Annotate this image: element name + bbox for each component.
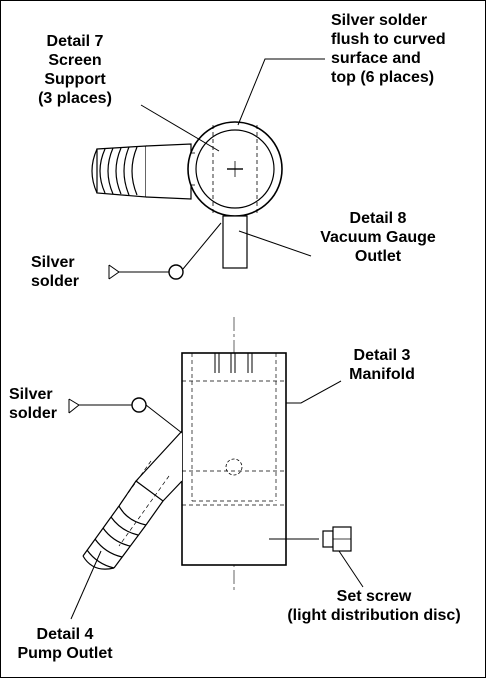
screen-support-slots	[214, 353, 253, 373]
label-set-screw-line2: (light distribution disc)	[287, 607, 461, 624]
manifold-bore	[195, 129, 275, 209]
label-detail-7-line3: Support	[44, 71, 106, 88]
label-detail-7-line4: (3 places)	[38, 90, 112, 107]
label-detail-3: Detail 3 Manifold	[337, 346, 427, 384]
label-set-screw: Set screw (light distribution disc)	[269, 587, 479, 625]
side-view-assembly	[82, 352, 352, 570]
label-detail-4-line2: Pump Outlet	[17, 645, 113, 662]
label-detail-4-line1: Detail 4	[36, 626, 94, 643]
set-screw	[322, 526, 352, 552]
label-silver-solder-top-line1: Silver	[31, 254, 75, 271]
gauge-port-hole	[225, 458, 243, 476]
hose-barb-top	[91, 143, 192, 200]
label-set-screw-line1: Set screw	[336, 588, 412, 605]
label-silver-solder-top: Silver solder	[31, 253, 101, 291]
label-silver-solder-top-line2: solder	[31, 273, 80, 290]
label-detail-8-line1: Detail 8	[349, 210, 407, 227]
label-silver-solder-bottom-line2: solder	[9, 405, 58, 422]
label-detail-3-line2: Manifold	[349, 366, 415, 383]
pump-outlet-barb	[82, 430, 183, 570]
label-detail-7-line1: Detail 7	[46, 33, 104, 50]
label-detail-7: Detail 7 Screen Support (3 places)	[25, 32, 125, 108]
label-silver-solder-bottom: Silver solder	[9, 385, 79, 423]
label-detail-8-line3: Outlet	[354, 248, 402, 265]
label-silver-solder-flush-line1: Silver solder	[331, 12, 428, 29]
solder-symbol-bottom	[131, 397, 147, 413]
label-silver-solder-flush-line2: flush to curved	[331, 31, 446, 48]
vacuum-gauge-tube	[222, 215, 248, 269]
label-detail-3-line1: Detail 3	[353, 347, 411, 364]
label-silver-solder-flush: Silver solder flush to curved surface an…	[331, 11, 475, 87]
label-detail-8-line2: Vacuum Gauge	[320, 229, 436, 246]
label-silver-solder-flush-line3: surface and	[331, 50, 421, 67]
screen-support-hidden-lines	[191, 125, 258, 213]
leaders-top	[108, 58, 325, 280]
label-detail-7-line2: Screen	[48, 52, 102, 69]
label-silver-solder-bottom-line1: Silver	[9, 386, 53, 403]
top-view-assembly	[91, 121, 283, 280]
label-detail-8: Detail 8 Vacuum Gauge Outlet	[311, 209, 445, 266]
label-detail-4: Detail 4 Pump Outlet	[7, 625, 123, 663]
solder-symbol-top	[168, 264, 184, 280]
leaders-side	[68, 380, 364, 620]
label-silver-solder-flush-line4: top (6 places)	[331, 69, 435, 86]
